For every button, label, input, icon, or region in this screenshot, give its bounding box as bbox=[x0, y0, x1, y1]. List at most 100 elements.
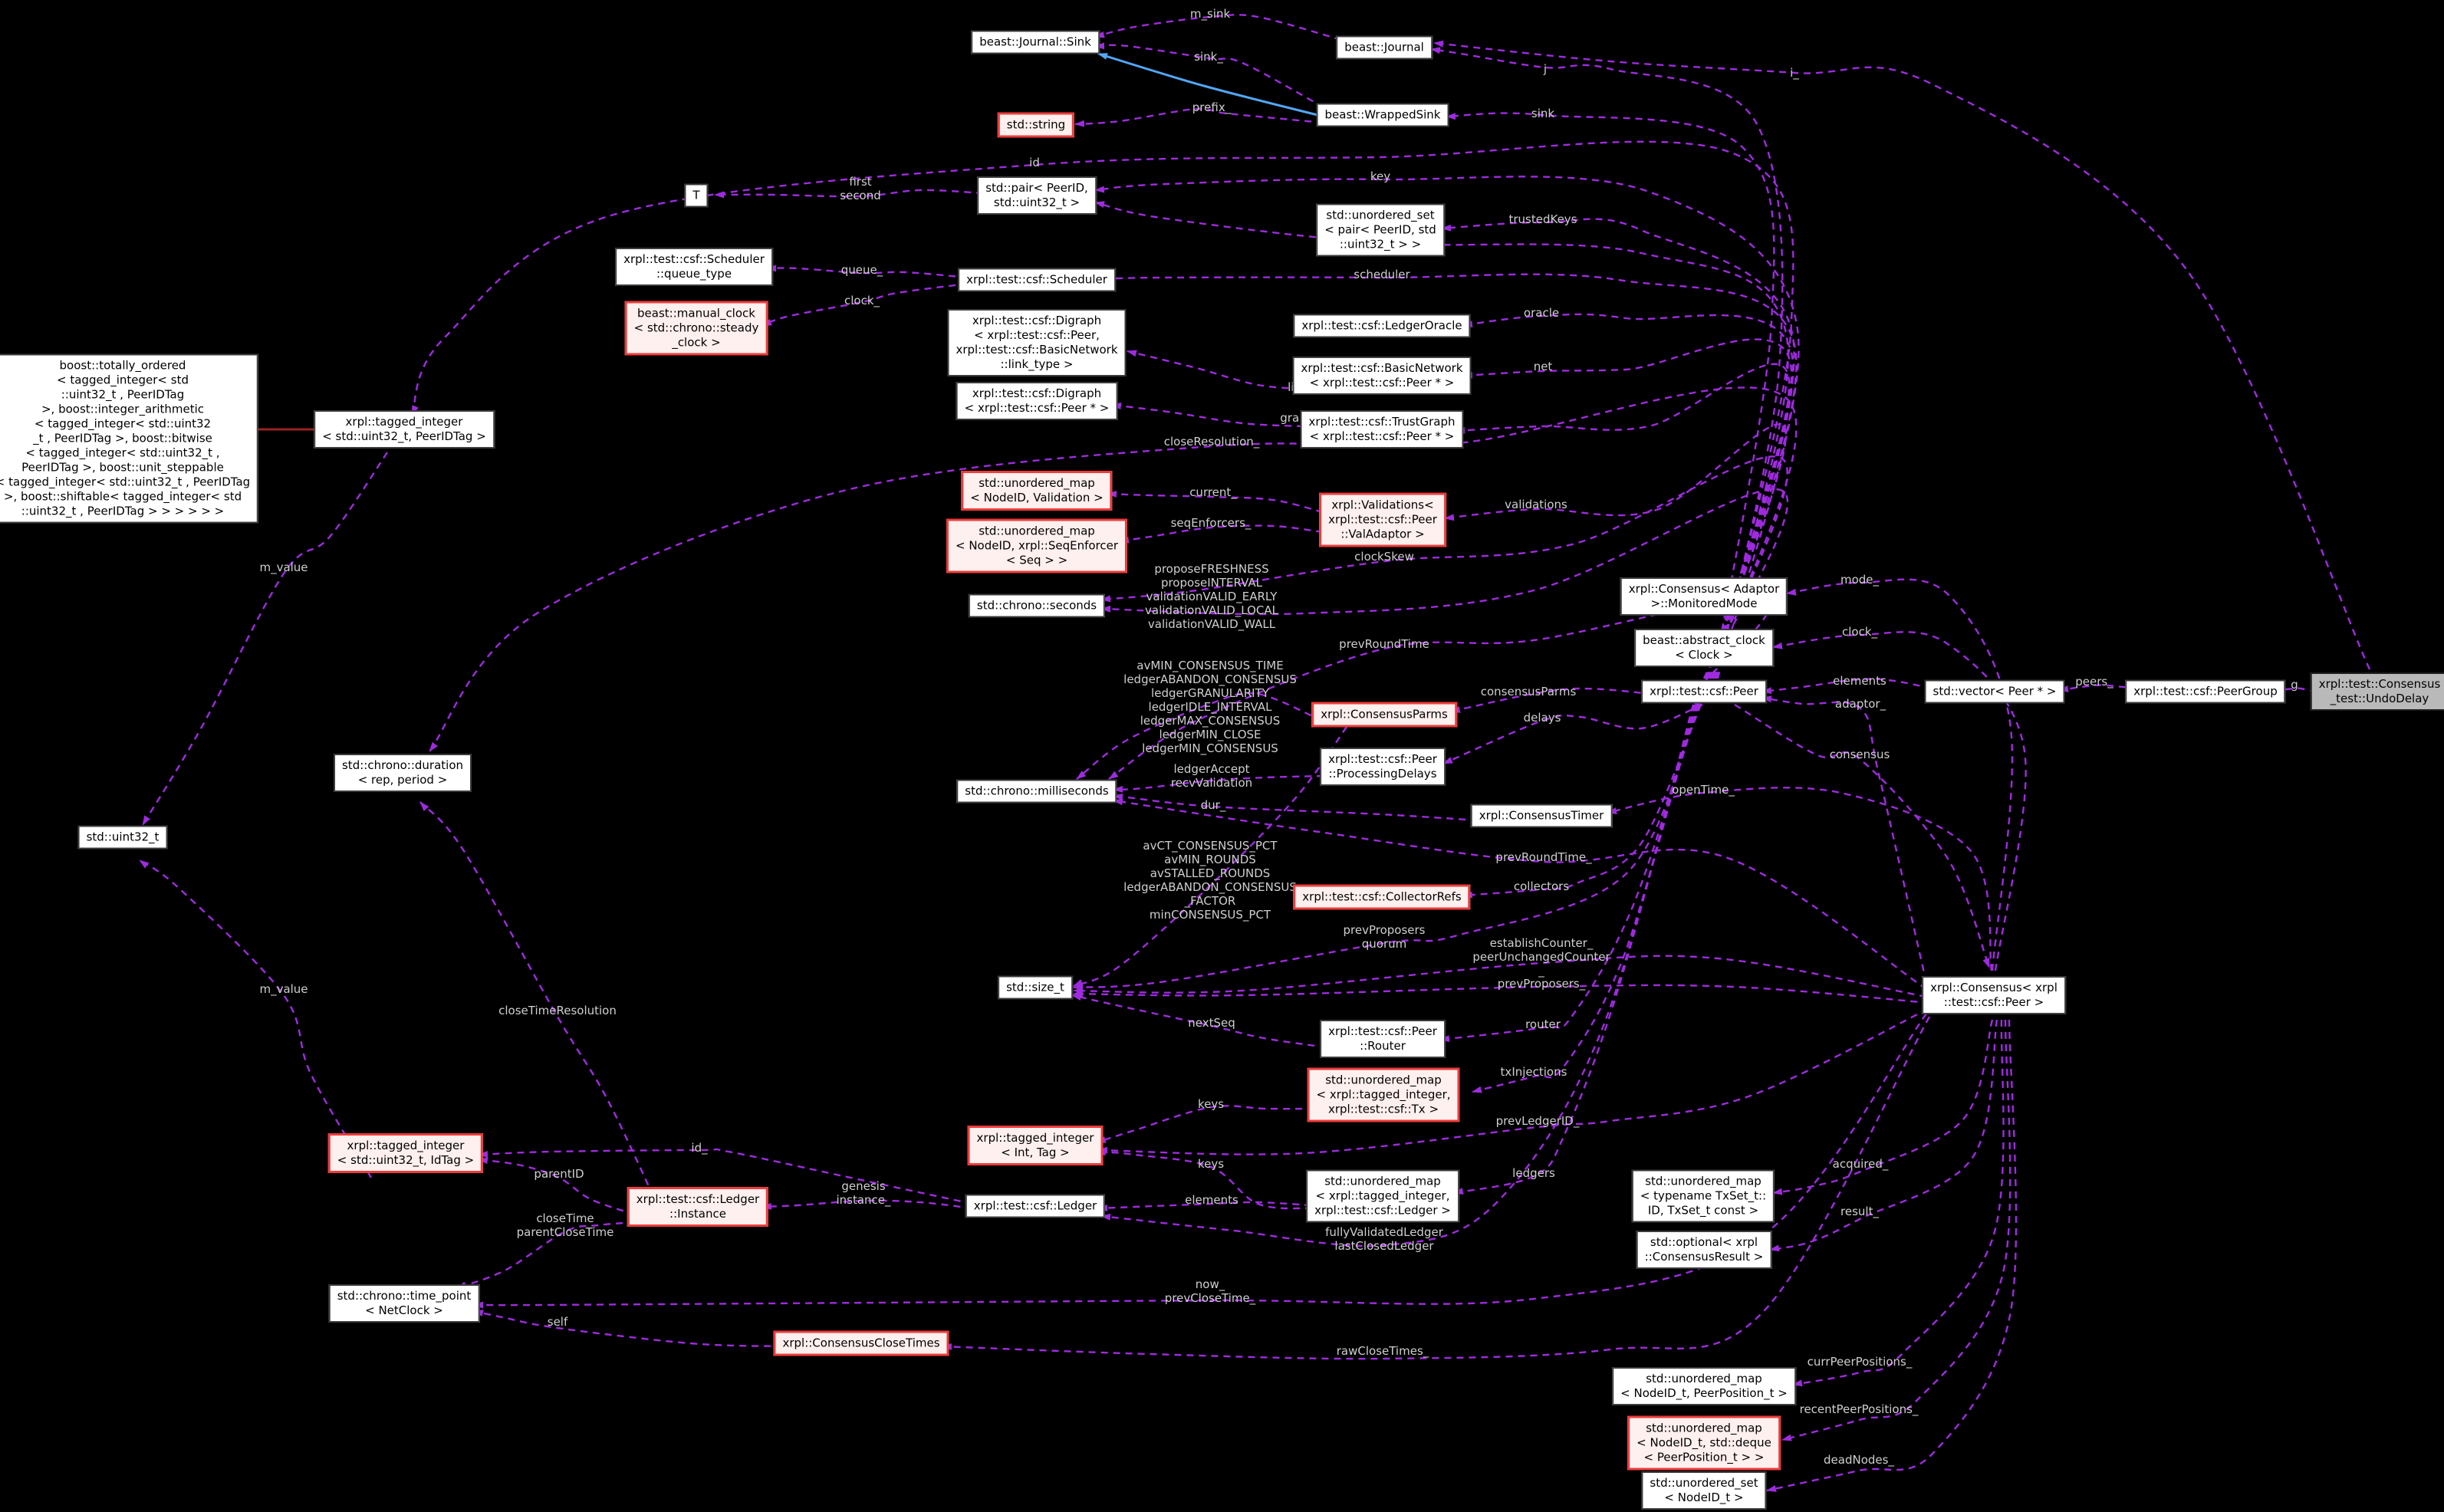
edge-label-dur-u: dur_ bbox=[1200, 798, 1226, 812]
edge-keys1 bbox=[1096, 1105, 1315, 1144]
edge-id bbox=[410, 140, 1794, 679]
node-consensus-timer[interactable]: xrpl::ConsensusTimer bbox=[1470, 804, 1613, 828]
edge-first-second bbox=[714, 189, 984, 199]
node-processing-delays[interactable]: xrpl::test::csf::Peer::ProcessingDelays bbox=[1320, 748, 1446, 786]
node-journal[interactable]: beast::Journal bbox=[1336, 35, 1433, 60]
edge-elements1 bbox=[1761, 678, 1933, 695]
edge-trustGraph bbox=[1455, 363, 1791, 679]
edge-label-oracle: oracle bbox=[1523, 306, 1560, 320]
node-size-t[interactable]: std::size_t bbox=[998, 975, 1073, 1000]
node-journal-sink[interactable]: beast::Journal::Sink bbox=[971, 30, 1100, 54]
edge-inherit-wrapped-sink bbox=[1097, 52, 1324, 118]
edge-label-router: router bbox=[1525, 1017, 1561, 1031]
edge-label-openTime-u: openTime_ bbox=[1672, 783, 1735, 797]
edge-nextSeq bbox=[1071, 994, 1327, 1049]
node-abstract-clock[interactable]: beast::abstract_clock< Clock > bbox=[1634, 629, 1774, 667]
edge-clockSkew bbox=[1100, 455, 1788, 679]
node-t-param[interactable]: T bbox=[684, 183, 709, 208]
node-time-point[interactable]: std::chrono::time_point< NetClock > bbox=[328, 1284, 480, 1323]
edge-closeResolution-u bbox=[429, 386, 1798, 752]
node-optional-result[interactable]: std::optional< xrpl::ConsensusResult > bbox=[1636, 1231, 1772, 1269]
edge-elements2 bbox=[1097, 1201, 1312, 1212]
edge-rawCloseTimes bbox=[942, 1016, 1931, 1360]
node-map-seqenforcer[interactable]: std::unordered_map< NodeID, xrpl::SeqEnf… bbox=[946, 518, 1128, 574]
edge-sink-u bbox=[1094, 42, 1324, 109]
edge-prevLedgerID-u bbox=[1097, 1007, 1929, 1155]
edge-label-parentID: parentID bbox=[534, 1167, 584, 1181]
edge-links-u bbox=[1127, 350, 1314, 391]
node-map-peerpos[interactable]: std::unordered_map< NodeID_t, PeerPositi… bbox=[1612, 1367, 1796, 1405]
edge-trustedKeys bbox=[1441, 218, 1795, 679]
node-ledger[interactable]: xrpl::test::csf::Ledger bbox=[965, 1194, 1106, 1218]
node-peer-group[interactable]: xrpl::test::csf::PeerGroup bbox=[2125, 679, 2286, 704]
node-tagged-int[interactable]: xrpl::tagged_integer< Int, Tag > bbox=[967, 1126, 1104, 1165]
node-boost-ordered[interactable]: boost::totally_ordered< tagged_integer< … bbox=[0, 353, 259, 524]
edge-prevRoundTime bbox=[1108, 596, 1771, 780]
node-tagged-idtag[interactable]: xrpl::tagged_integer< std::uint32_t, IdT… bbox=[327, 1133, 484, 1173]
edge-label-id-u: id_ bbox=[691, 1141, 708, 1155]
node-map-tx[interactable]: std::unordered_map< xrpl::tagged_integer… bbox=[1307, 1067, 1460, 1122]
edge-label-rawCloseTimes: rawCloseTimes_ bbox=[1336, 1344, 1429, 1358]
node-collector-refs[interactable]: xrpl::test::csf::CollectorRefs bbox=[1293, 884, 1471, 910]
node-std-string[interactable]: std::string bbox=[997, 112, 1075, 138]
node-validations[interactable]: xrpl::Validations<xrpl::test::csf::Peer:… bbox=[1319, 492, 1446, 547]
node-close-times[interactable]: xrpl::ConsensusCloseTimes bbox=[773, 1330, 949, 1356]
edge-label-consensus-l: consensus bbox=[1829, 748, 1890, 761]
edge-current-u bbox=[1107, 490, 1324, 514]
edge-currPeerPositions-u bbox=[1792, 1019, 2005, 1387]
node-map-ledger[interactable]: std::unordered_map< xrpl::tagged_integer… bbox=[1306, 1169, 1459, 1223]
node-queue-type[interactable]: xrpl::test::csf::Scheduler::queue_type bbox=[615, 248, 773, 286]
edge-label-i-u: i_ bbox=[1790, 66, 1799, 80]
node-consensus-parms[interactable]: xrpl::ConsensusParms bbox=[1311, 702, 1457, 728]
node-milliseconds[interactable]: std::chrono::milliseconds bbox=[956, 779, 1117, 804]
edge-parentID bbox=[478, 1157, 636, 1216]
edge-adaptor-u bbox=[1761, 695, 1928, 984]
node-vector-peer[interactable]: std::vector< Peer * > bbox=[1924, 679, 2065, 704]
node-ledger-oracle[interactable]: xrpl::test::csf::LedgerOracle bbox=[1293, 314, 1471, 338]
node-uset-pair[interactable]: std::unordered_set< pair< PeerID, std::u… bbox=[1316, 203, 1445, 257]
node-consensus-peer[interactable]: xrpl::Consensus< xrpl::test::csf::Peer > bbox=[1922, 976, 2066, 1014]
edge-label-delays: delays bbox=[1523, 711, 1561, 725]
edge-label-keys1: keys bbox=[1197, 1097, 1225, 1111]
node-scheduler[interactable]: xrpl::test::csf::Scheduler bbox=[958, 268, 1116, 292]
node-wrapped-sink[interactable]: beast::WrappedSink bbox=[1316, 103, 1449, 127]
edge-m-sink bbox=[1094, 14, 1342, 41]
node-std-pair[interactable]: std::pair< PeerID,std::uint32_t > bbox=[977, 176, 1097, 215]
edge-label-j: j bbox=[1543, 62, 1548, 76]
node-trust-graph[interactable]: xrpl::test::csf::TrustGraph< xrpl::test:… bbox=[1300, 410, 1464, 449]
node-peer[interactable]: xrpl::test::csf::Peer bbox=[1641, 679, 1767, 704]
node-map-deque[interactable]: std::unordered_map< NodeID_t, std::deque… bbox=[1627, 1415, 1781, 1471]
node-monitored-mode[interactable]: xrpl::Consensus< Adaptor>::MonitoredMode bbox=[1620, 577, 1788, 616]
edge-label-txInjections: txInjections bbox=[1500, 1065, 1567, 1079]
edge-dur-u bbox=[1113, 793, 1479, 822]
edge-label-clock-u: clock_ bbox=[844, 294, 880, 307]
node-map-validation[interactable]: std::unordered_map< NodeID, Validation > bbox=[961, 471, 1113, 511]
edge-label-establishCounter: establishCounter_peerUnchangedCounter_ bbox=[1472, 936, 1610, 978]
node-uset-nodeid[interactable]: std::unordered_set< NodeID_t > bbox=[1641, 1471, 1767, 1510]
node-digraph-peer[interactable]: xrpl::test::csf::Digraph< xrpl::test::cs… bbox=[956, 382, 1118, 420]
edge-label-closeTimeResolution: closeTimeResolution bbox=[498, 1004, 617, 1017]
node-digraph-link[interactable]: xrpl::test::csf::Digraph< xrpl::test::cs… bbox=[947, 309, 1127, 376]
node-undo-delay[interactable]: xrpl::test::Consensus_test::UndoDelay bbox=[2310, 672, 2444, 711]
node-basic-network[interactable]: xrpl::test::csf::BasicNetwork< xrpl::tes… bbox=[1292, 357, 1472, 395]
node-ledger-instance[interactable]: xrpl::test::csf::Ledger::Instance bbox=[627, 1187, 769, 1227]
node-map-txset[interactable]: std::unordered_map< typename TxSet_t::ID… bbox=[1631, 1169, 1775, 1223]
node-chrono-seconds[interactable]: std::chrono::seconds bbox=[968, 593, 1106, 618]
edge-label-adaptor-u: adaptor_ bbox=[1834, 697, 1886, 711]
node-tagged-peerid[interactable]: xrpl::tagged_integer< std::uint32_t, Pee… bbox=[314, 410, 495, 449]
edge-label-m-value1: m_value bbox=[259, 560, 308, 574]
node-uint32[interactable]: std::uint32_t bbox=[77, 825, 168, 850]
edge-label-net: net bbox=[1533, 360, 1553, 373]
edge-establishCounter bbox=[1073, 955, 1927, 998]
edge-graph-u bbox=[1111, 403, 1304, 428]
edge-label-deadNodes-u: deadNodes_ bbox=[1824, 1453, 1894, 1467]
node-duration[interactable]: std::chrono::duration< rep, period > bbox=[333, 754, 472, 792]
node-peer-router[interactable]: xrpl::test::csf::Peer::Router bbox=[1320, 1020, 1446, 1058]
edge-validations bbox=[1444, 423, 1788, 679]
edge-label-clock2-u: clock_ bbox=[1841, 625, 1878, 639]
node-manual-clock[interactable]: beast::manual_clock< std::chrono::steady… bbox=[624, 301, 768, 356]
